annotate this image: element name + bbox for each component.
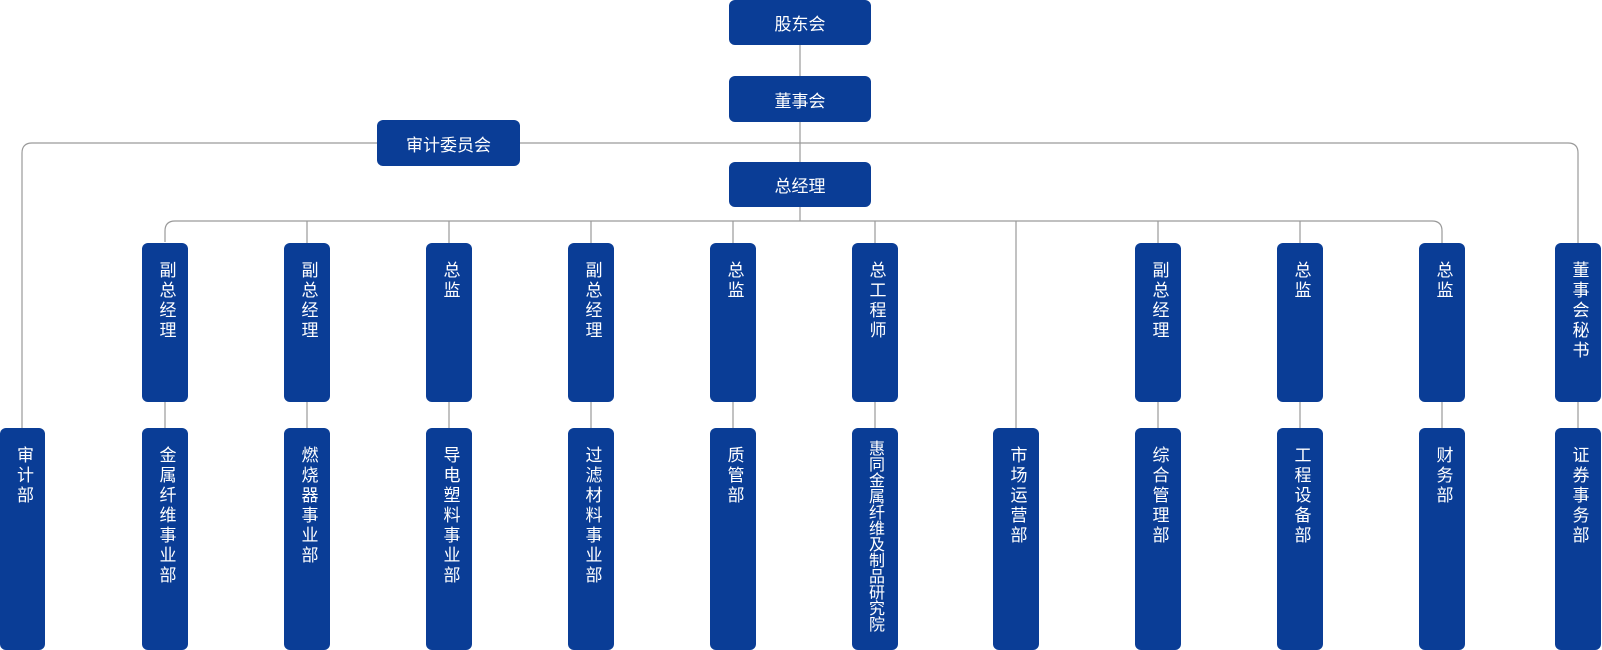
department-label: 质管部 [723,446,744,506]
audit-committee-box: 审计委员会 [377,120,520,166]
board-label: 董事会 [774,91,826,112]
director-label: 总监 [723,261,744,301]
manager-box: 副总经理 [284,243,330,402]
chief-engineer-label: 总工程师 [865,261,886,341]
director-label: 总监 [1432,261,1453,301]
department-label: 综合管理部 [1148,446,1169,546]
department-label: 过滤材料事业部 [581,446,602,586]
board-box: 董事会 [729,76,871,122]
general-manager-box: 总经理 [729,162,871,207]
department-box: 证券事务部 [1555,428,1601,650]
shareholders-label: 股东会 [774,15,826,35]
director-box: 总监 [1277,243,1323,402]
department-label: 工程设备部 [1290,446,1311,546]
department-label: 导电塑料事业部 [439,446,460,586]
department-box: 市场运营部 [993,428,1039,650]
manager-label: 副总经理 [297,261,318,341]
director-box: 总监 [426,243,472,402]
department-box: 过滤材料事业部 [568,428,614,650]
manager-label: 副总经理 [581,261,602,341]
shareholders-box: 股东会 [729,0,871,45]
director-label: 总监 [1290,261,1311,301]
department-box: 金属纤维事业部 [142,428,188,650]
department-box: 审计部 [0,428,45,650]
manager-box: 副总经理 [142,243,188,402]
department-box: 质管部 [710,428,756,650]
director-box: 总监 [710,243,756,402]
department-label: 燃烧器事业部 [297,446,318,566]
manager-label: 副总经理 [155,261,176,341]
department-label: 金属纤维事业部 [155,446,176,586]
audit-committee-label: 审计委员会 [406,135,491,156]
department-box: 财务部 [1419,428,1465,650]
chief-engineer-box: 总工程师 [852,243,898,402]
department-box: 综合管理部 [1135,428,1181,650]
department-label: 惠同金属纤维及制品研究院 [866,440,885,632]
department-label: 证券事务部 [1568,446,1589,546]
board-secretary-label: 董事会秘书 [1568,261,1589,361]
department-label: 审计部 [13,446,33,506]
board-secretary-box: 董事会秘书 [1555,243,1601,402]
department-label: 市场运营部 [1006,446,1027,546]
department-box: 工程设备部 [1277,428,1323,650]
department-box: 导电塑料事业部 [426,428,472,650]
manager-label: 副总经理 [1148,261,1169,341]
director-label: 总监 [439,261,460,301]
general-manager-label: 总经理 [774,177,826,197]
manager-box: 副总经理 [568,243,614,402]
department-box: 燃烧器事业部 [284,428,330,650]
manager-box: 副总经理 [1135,243,1181,402]
director-box: 总监 [1419,243,1465,402]
department-label: 财务部 [1432,446,1453,506]
department-box: 惠同金属纤维及制品研究院 [852,428,898,650]
